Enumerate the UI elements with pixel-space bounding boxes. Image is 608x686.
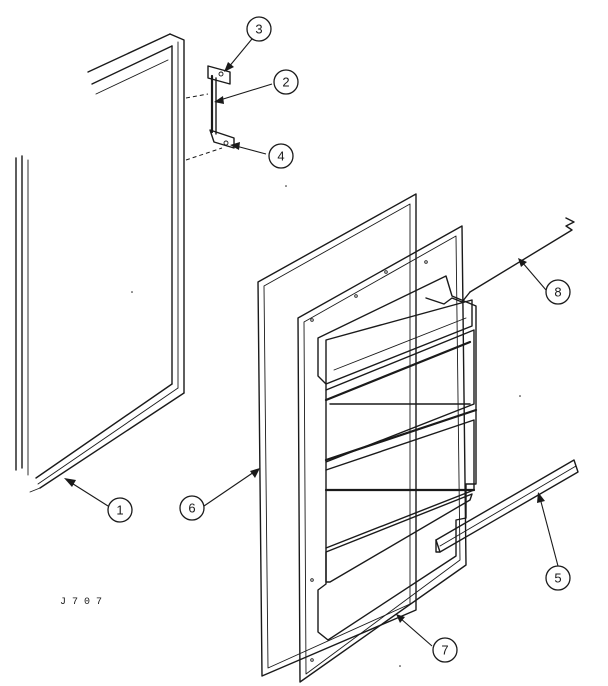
callout-4-label: 4 <box>277 149 284 164</box>
callout-7-label: 7 <box>441 643 448 658</box>
callout-leaders <box>64 33 559 647</box>
callout-6-label: 6 <box>188 501 195 516</box>
stray-marks <box>131 185 521 667</box>
drawing-code: J 7 0 7 <box>60 597 102 608</box>
callout-8-label: 8 <box>554 285 561 300</box>
callout-1: 1 <box>107 497 133 523</box>
callout-2: 2 <box>273 69 299 95</box>
door-rail-part-5 <box>435 459 579 553</box>
callout-6: 6 <box>179 495 205 521</box>
cabinet-body-part-1 <box>15 33 185 493</box>
door-liner-part-7 <box>297 225 478 683</box>
callout-5: 5 <box>545 565 571 591</box>
callout-5-label: 5 <box>554 571 561 586</box>
callout-2-label: 2 <box>282 75 289 90</box>
hinge-assembly <box>185 65 235 161</box>
callout-4: 4 <box>268 143 294 169</box>
callout-3: 3 <box>246 16 272 42</box>
wire-retainer-part-8 <box>425 217 575 305</box>
callout-8: 8 <box>545 279 571 305</box>
door-gasket-part-6 <box>257 193 417 677</box>
callout-1-label: 1 <box>116 503 123 518</box>
callout-7: 7 <box>432 637 458 663</box>
callout-3-label: 3 <box>255 22 262 37</box>
